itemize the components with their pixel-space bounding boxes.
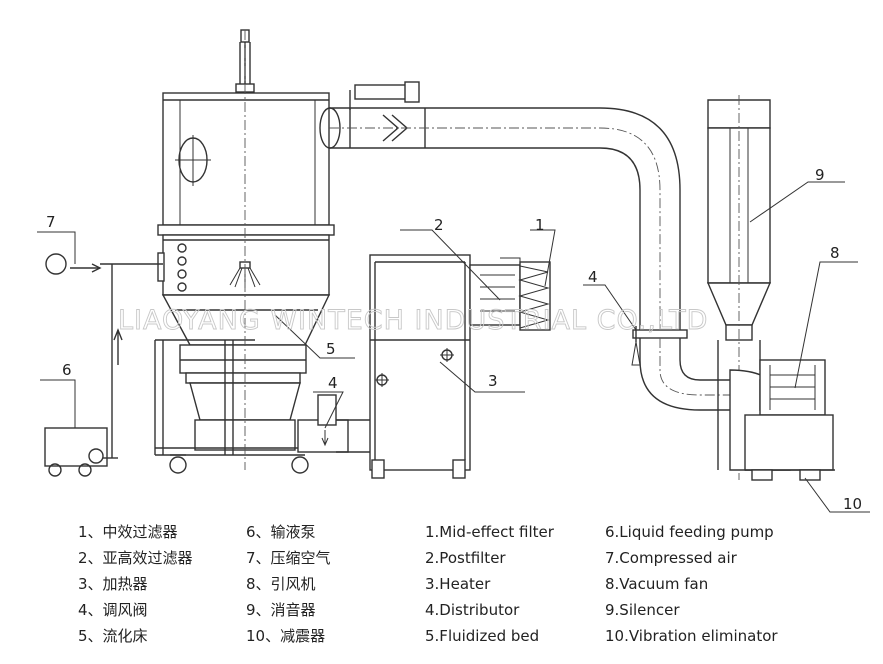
legend-item: 9.Silencer [605, 601, 680, 619]
callout-5: 5 [326, 340, 336, 358]
legend-item: 5.Fluidized bed [425, 627, 540, 645]
legend-item: 8.Vacuum fan [605, 575, 709, 593]
callout-3: 3 [488, 372, 498, 390]
exhaust-duct [319, 81, 760, 411]
legend-item: 4.Distributor [425, 601, 520, 619]
watermark: LIAOYANG WINTECH INDUSTRIAL CO.,LTD [118, 305, 708, 336]
expansion-chamber [157, 92, 335, 236]
callout-4-valve: 4 [588, 268, 598, 286]
callout-2: 2 [434, 216, 444, 234]
legend-item: 10、减震器 [246, 627, 326, 645]
callout-1: 1 [535, 216, 545, 234]
legend-item: 1、中效过滤器 [78, 523, 178, 541]
vacuum-fan [729, 359, 835, 481]
callout-10: 10 [843, 495, 862, 513]
leader-lines [37, 181, 870, 513]
callout-8: 8 [830, 244, 840, 262]
legend-item: 1.Mid-effect filter [425, 523, 554, 541]
callout-4-inlet: 4 [328, 374, 338, 392]
liquid-pump [44, 427, 118, 477]
legend-item: 8、引风机 [246, 575, 316, 593]
legend-item: 7.Compressed air [605, 549, 737, 567]
legend-item: 4、调风阀 [78, 601, 148, 619]
legend-item: 3、加热器 [78, 575, 148, 593]
spray-chamber [157, 234, 330, 296]
legend-item: 10.Vibration eliminator [605, 627, 778, 645]
legend-item: 3.Heater [425, 575, 491, 593]
legend-item: 2.Postfilter [425, 549, 506, 567]
legend-cn-right: 6、输液泵 7、压缩空气 8、引风机 9、消音器 10、减震器 [246, 519, 331, 649]
legend-cn-left: 1、中效过滤器 2、亚高效过滤器 3、加热器 4、调风阀 5、流化床 [78, 519, 193, 649]
callout-7: 7 [46, 213, 56, 231]
legend-item: 6.Liquid feeding pump [605, 523, 774, 541]
legend-item: 2、亚高效过滤器 [78, 549, 193, 567]
callout-6: 6 [62, 361, 72, 379]
legend-en-right: 6.Liquid feeding pump 7.Compressed air 8… [605, 519, 778, 649]
compressed-air-line [45, 253, 163, 458]
legend-item: 5、流化床 [78, 627, 148, 645]
legend-en-left: 1.Mid-effect filter 2.Postfilter 3.Heate… [425, 519, 554, 649]
heater-cabinet [369, 254, 471, 479]
callout-9: 9 [815, 166, 825, 184]
inlet-duct [297, 394, 370, 453]
legend-item: 9、消音器 [246, 601, 316, 619]
legend-item: 6、输液泵 [246, 523, 316, 541]
legend-item: 7、压缩空气 [246, 549, 331, 567]
trolley [154, 339, 309, 474]
